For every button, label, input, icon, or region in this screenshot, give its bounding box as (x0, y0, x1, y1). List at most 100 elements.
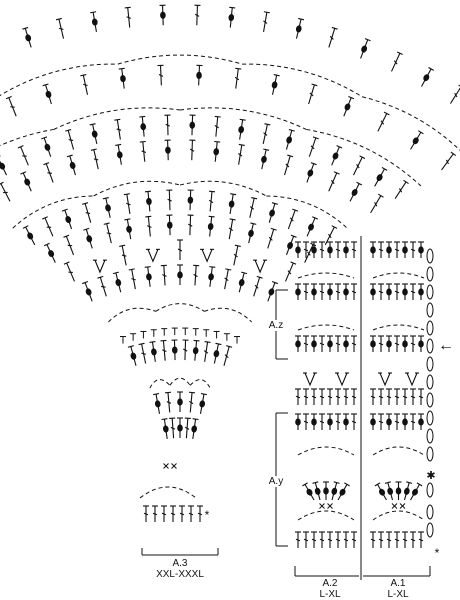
treble-symbol (138, 342, 147, 364)
treble-bobble-symbol (327, 241, 333, 258)
treble-symbol (303, 413, 309, 430)
treble-symbol (378, 335, 384, 352)
treble-symbol (377, 111, 390, 132)
treble-bobble-symbol (403, 481, 413, 501)
treble-bobble-symbol (66, 154, 76, 176)
treble-bobble-symbol (386, 335, 392, 352)
chart-a3-label: A.3 (172, 558, 188, 569)
chart-a2-sizes: L-XL (319, 589, 341, 600)
treble-symbol (97, 275, 107, 297)
treble-symbol (189, 139, 196, 161)
treble-bobble-symbol (149, 341, 157, 362)
chain-arc-symbol (179, 107, 307, 130)
bracket-az-label: A.z (262, 320, 290, 331)
treble-symbol (378, 241, 384, 258)
treble-symbol (303, 388, 309, 405)
treble-symbol (63, 234, 75, 256)
treble-bobble-symbol (43, 242, 56, 263)
treble-symbol (304, 242, 317, 263)
a1-flower-marker-icon: ✱ (426, 470, 436, 482)
treble-bobble-symbol (418, 241, 424, 258)
treble-symbol (311, 531, 317, 548)
treble-bobble-symbol (102, 196, 111, 218)
treble-symbol (352, 155, 366, 176)
treble-bobble-symbol (395, 481, 402, 500)
treble-symbol (351, 413, 357, 430)
chain-arc-symbol (372, 324, 425, 331)
chain-arc-symbol (189, 379, 211, 389)
treble-bobble-symbol (306, 162, 317, 183)
treble-symbol (197, 505, 203, 522)
treble-symbol (157, 64, 164, 86)
chain-arc-symbol (155, 303, 205, 312)
cluster-v-symbol (253, 259, 268, 274)
treble-symbol (410, 388, 416, 405)
treble-symbol (179, 505, 185, 522)
treble-symbol (228, 218, 236, 240)
treble-bobble-symbol (124, 218, 132, 240)
treble-bobble-symbol (144, 266, 152, 287)
treble-symbol (418, 531, 424, 548)
chain-oval-symbol (426, 410, 434, 426)
treble-symbol (123, 193, 131, 215)
treble-symbol (335, 531, 341, 548)
chain-oval-symbol (426, 284, 434, 300)
treble-bobble-symbol (295, 17, 305, 39)
chain-arc-symbol (12, 195, 94, 229)
treble-symbol (263, 11, 270, 33)
treble-symbol (449, 84, 460, 104)
chain-oval-symbol (426, 504, 434, 520)
treble-symbol (145, 215, 152, 237)
treble-symbol (223, 345, 233, 366)
treble-bobble-symbol (386, 413, 392, 430)
chain-oval-symbol (426, 482, 434, 498)
treble-symbol (351, 531, 357, 548)
treble-symbol (103, 222, 112, 244)
treble-bobble-symbol (418, 413, 424, 430)
treble-symbol (402, 531, 408, 548)
treble-bobble-symbol (343, 241, 349, 258)
chain-oval-symbol (426, 248, 434, 264)
treble-bobble-symbol (267, 281, 278, 302)
treble-symbol (370, 193, 384, 214)
treble-bobble-symbol (374, 166, 388, 187)
treble-symbol (319, 388, 325, 405)
treble-symbol (160, 339, 167, 361)
treble-bobble-symbol (89, 123, 98, 144)
chain-arc-symbol (169, 377, 191, 386)
treble-bobble-symbol (112, 271, 122, 293)
treble-bobble-symbol (61, 208, 73, 230)
treble-bobble-symbol (306, 216, 319, 237)
repeat-arrow-icon: ← (438, 337, 454, 354)
treble-symbol (335, 335, 341, 352)
treble-symbol (164, 114, 171, 136)
treble-bobble-symbol (386, 241, 392, 258)
treble-bobble-symbol (402, 283, 408, 300)
treble-symbol (351, 388, 357, 405)
treble-bobble-symbol (196, 64, 203, 86)
treble-bobble-symbol (331, 481, 340, 501)
treble-bobble-symbol (90, 11, 98, 33)
treble-symbol (410, 413, 416, 430)
chart-a2-label: A.2 (322, 578, 338, 589)
treble-symbol (343, 531, 349, 548)
treble-symbol (378, 388, 384, 405)
treble-symbol (161, 505, 167, 522)
treble-symbol (410, 283, 416, 300)
treble-symbol (187, 214, 194, 236)
chain-arc-symbol (149, 379, 171, 389)
treble-symbol (343, 388, 349, 405)
treble-bobble-symbol (360, 38, 371, 59)
treble-bobble-symbol (118, 67, 126, 89)
treble-symbol (351, 335, 357, 352)
treble-symbol (324, 225, 338, 246)
chain-oval-symbol (426, 522, 434, 538)
treble-bobble-symbol (323, 481, 329, 500)
treble-symbol (410, 531, 416, 548)
treble-bobble-symbol (238, 118, 246, 140)
treble-symbol (0, 39, 2, 60)
treble-bobble-symbol (159, 4, 166, 26)
column-charts-a1-a2 (295, 241, 434, 548)
treble-bobble-symbol (268, 202, 278, 223)
treble-bobble-symbol (22, 26, 32, 48)
